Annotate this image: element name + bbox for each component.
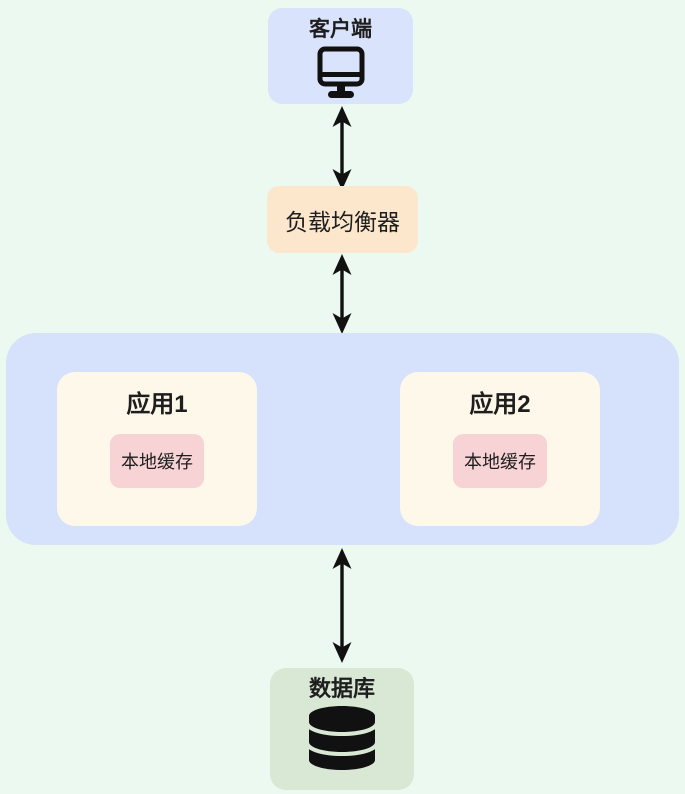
client-label: 客户端 — [309, 18, 372, 41]
arrow-cluster-database — [328, 548, 356, 668]
database-icon — [309, 706, 375, 775]
app1-node: 应用1 本地缓存 — [57, 372, 257, 526]
app-cluster-container: 应用1 本地缓存 应用2 本地缓存 — [6, 333, 679, 545]
load-balancer-node: 负载均衡器 — [267, 186, 418, 253]
app2-node: 应用2 本地缓存 — [400, 372, 600, 526]
load-balancer-label: 负载均衡器 — [285, 208, 400, 235]
database-label: 数据库 — [308, 676, 375, 701]
app2-local-cache-label: 本地缓存 — [464, 451, 536, 472]
arrow-loadbalancer-cluster — [328, 254, 356, 339]
app2-label: 应用2 — [469, 391, 531, 418]
database-node: 数据库 — [270, 668, 414, 790]
arrow-client-loadbalancer — [328, 106, 356, 195]
client-node: 客户端 — [268, 8, 413, 104]
app1-local-cache-label: 本地缓存 — [121, 451, 193, 472]
app1-local-cache-node: 本地缓存 — [110, 433, 204, 488]
app2-local-cache-node: 本地缓存 — [453, 433, 547, 488]
app1-label: 应用1 — [126, 391, 188, 418]
monitor-icon — [315, 45, 367, 104]
